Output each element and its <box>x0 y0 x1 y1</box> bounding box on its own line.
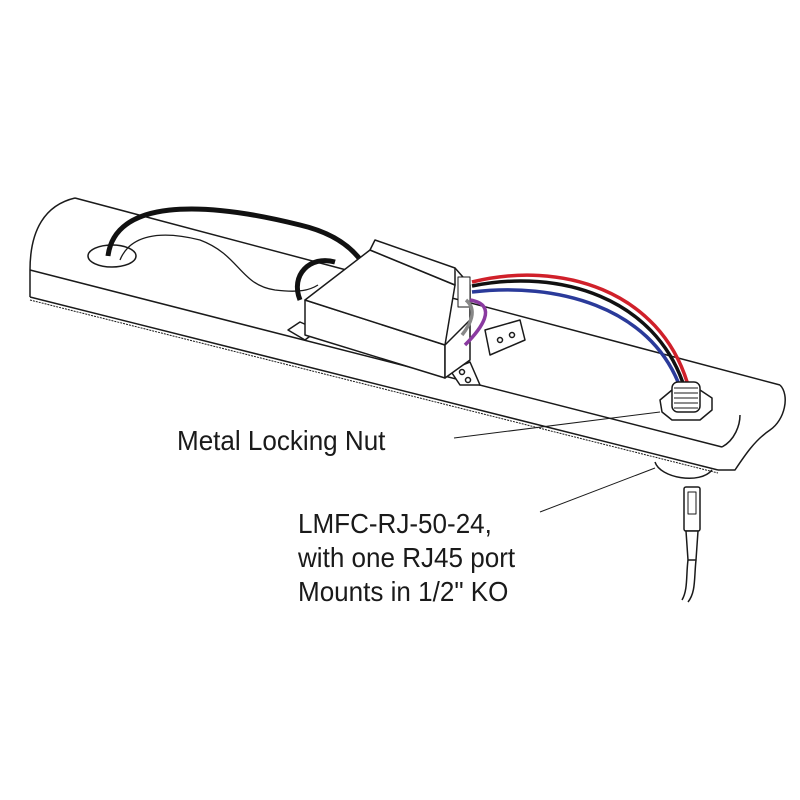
label-metal-locking-nut: Metal Locking Nut <box>177 425 386 456</box>
label-product-model: LMFC-RJ-50-24, <box>298 508 492 539</box>
white-wire <box>119 234 319 292</box>
label-product-port: with one RJ45 port <box>298 542 516 573</box>
metal-locking-nut <box>659 381 713 421</box>
wire-bundle <box>460 273 690 388</box>
rj45-plug <box>681 486 701 603</box>
led-driver-box <box>287 239 526 386</box>
leader-line-nut <box>453 411 661 439</box>
label-product-mount: Mounts in 1/2" KO <box>298 576 509 607</box>
leader-line-product <box>539 467 656 513</box>
knockout-underside <box>654 461 713 479</box>
black-wire <box>105 206 365 264</box>
